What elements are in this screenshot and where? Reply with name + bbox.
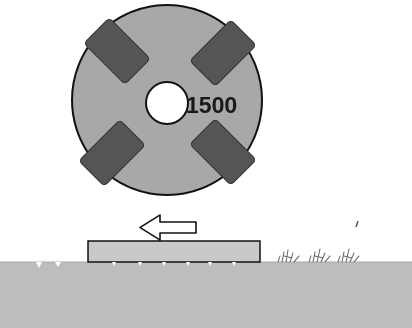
scratch-mark xyxy=(138,262,142,266)
scratch-mark xyxy=(112,262,116,266)
debris-tufts xyxy=(277,248,360,263)
segment-pad-bottom-right xyxy=(190,119,256,185)
scratch-mark xyxy=(36,262,42,268)
grit-label: 1500 xyxy=(186,92,237,118)
scratch-mark xyxy=(208,262,212,266)
grinding-disc: 1500 xyxy=(71,4,263,196)
segment-pad-bottom-left xyxy=(79,120,145,186)
grinding-slab xyxy=(87,240,261,263)
floor-scratches xyxy=(36,262,236,268)
scratch-mark xyxy=(55,262,61,267)
debris-tuft xyxy=(308,248,331,263)
segment-pad-top-left xyxy=(84,18,150,84)
scratch-mark xyxy=(232,262,236,266)
segment-pad-top-right xyxy=(190,20,256,86)
floor-surface xyxy=(0,262,412,328)
debris-tuft xyxy=(337,248,360,263)
disc-center-hole xyxy=(145,81,189,125)
arrow-left-icon xyxy=(139,214,197,241)
scratch-mark xyxy=(186,262,190,266)
scratch-mark xyxy=(162,262,166,266)
debris-tuft xyxy=(277,249,300,263)
stray-mark xyxy=(355,220,359,228)
